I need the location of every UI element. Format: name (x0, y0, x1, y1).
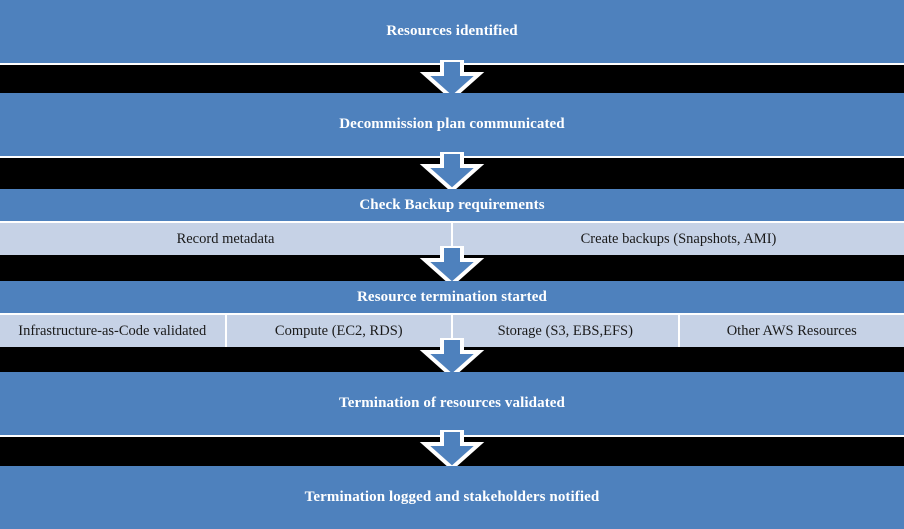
stage-header-bar[interactable]: Termination of resources validated (0, 372, 904, 435)
down-arrow-icon (419, 246, 485, 286)
sub-item[interactable]: Record metadata (0, 223, 453, 255)
connector-arrow-1 (419, 60, 485, 100)
stage-resources-identified[interactable]: Resources identified (0, 0, 904, 65)
stage-termination-of-resources-validated[interactable]: Termination of resources validated (0, 372, 904, 437)
stage-decommission-plan-communicated[interactable]: Decommission plan communicated (0, 93, 904, 158)
stage-header-bar[interactable]: Resources identified (0, 0, 904, 63)
bar-underline (0, 313, 904, 315)
stage-header-bar[interactable]: Decommission plan communicated (0, 93, 904, 156)
down-arrow-icon (419, 60, 485, 100)
connector-arrow-5 (419, 430, 485, 470)
connector-arrow-3 (419, 246, 485, 286)
connector-arrow-2 (419, 152, 485, 192)
stage-header-bar[interactable]: Check Backup requirements (0, 189, 904, 221)
sub-item[interactable]: Other AWS Resources (679, 315, 904, 347)
down-arrow-icon (419, 338, 485, 378)
down-arrow-icon (419, 430, 485, 470)
sub-item[interactable]: Storage (S3, EBS,EFS) (453, 315, 680, 347)
stage-check-backup-requirements[interactable]: Check Backup requirements Record metadat… (0, 189, 904, 255)
stage-header-bar[interactable]: Resource termination started (0, 281, 904, 313)
sub-item[interactable]: Infrastructure-as-Code validated (0, 315, 227, 347)
stage-header-bar[interactable]: Termination logged and stakeholders noti… (0, 466, 904, 529)
down-arrow-icon (419, 152, 485, 192)
stage-resource-termination-started[interactable]: Resource termination started Infrastruct… (0, 281, 904, 347)
sub-item[interactable]: Compute (EC2, RDS) (226, 315, 453, 347)
bar-underline (0, 221, 904, 223)
stage-sub-items: Record metadata Create backups (Snapshot… (0, 223, 904, 255)
stage-termination-logged-and-stakeholders-notified[interactable]: Termination logged and stakeholders noti… (0, 466, 904, 529)
connector-arrow-4 (419, 338, 485, 378)
sub-item[interactable]: Create backups (Snapshots, AMI) (453, 223, 904, 255)
